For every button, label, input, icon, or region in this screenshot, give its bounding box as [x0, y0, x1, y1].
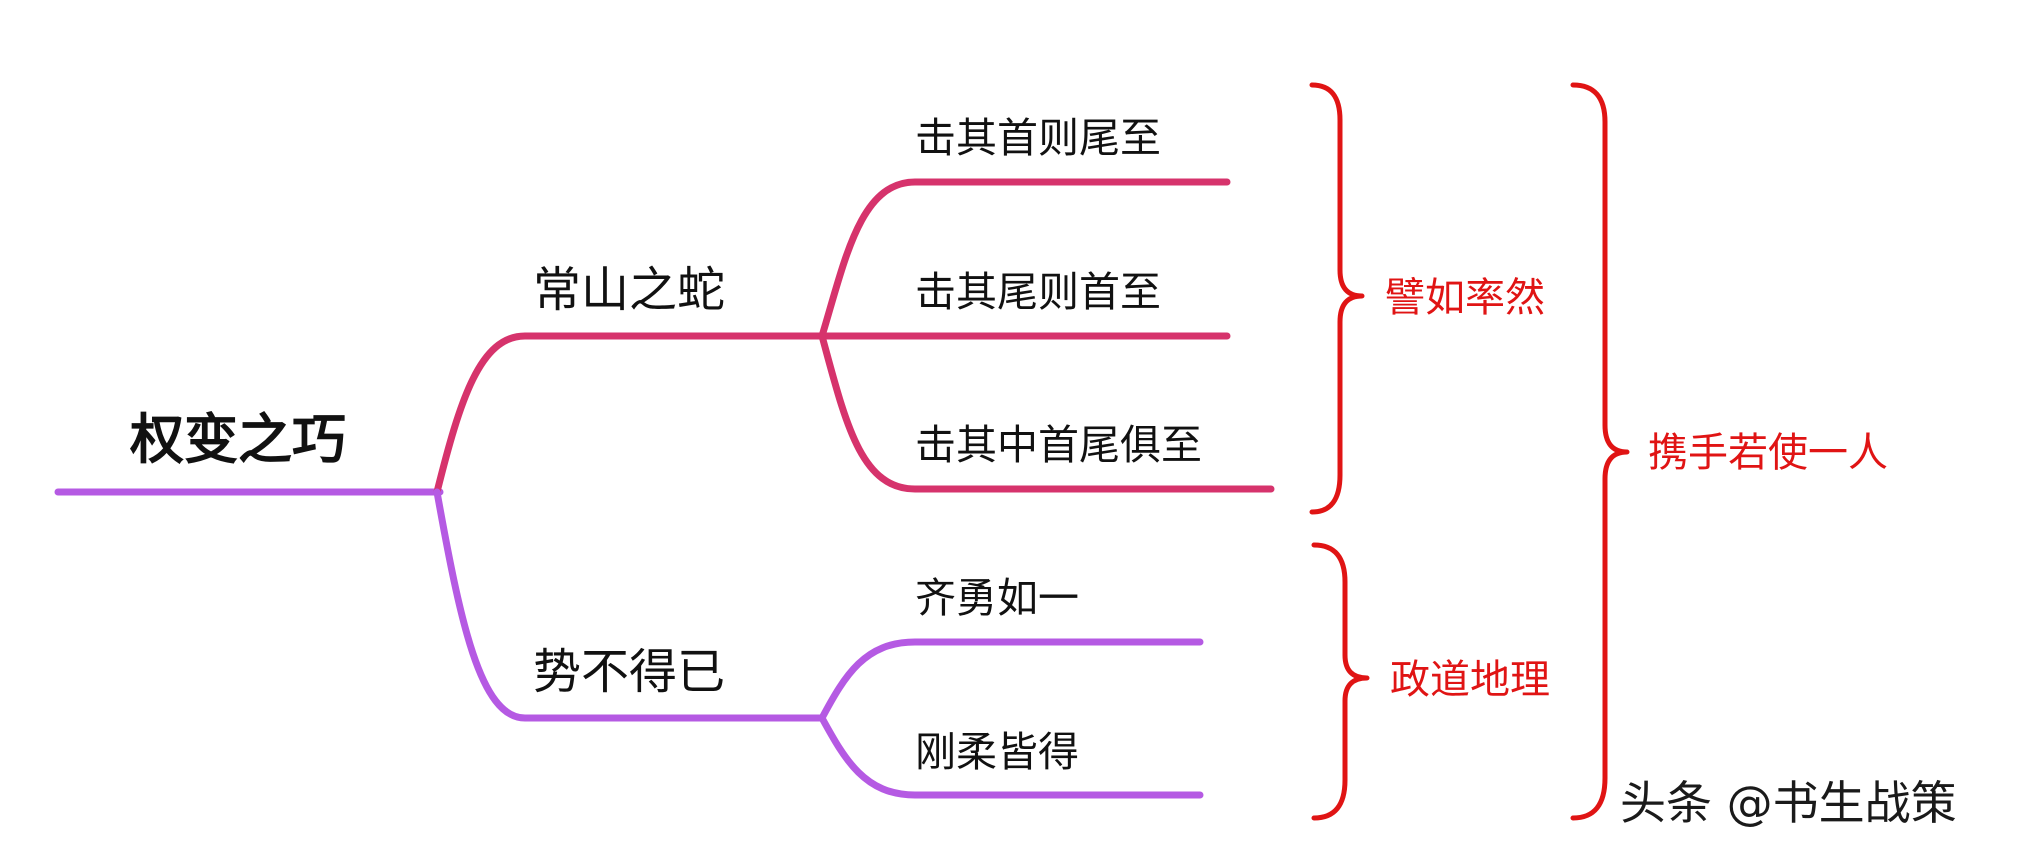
leaf-label-5: 刚柔皆得 [915, 728, 1079, 776]
brace-group-3 [1570, 82, 1630, 821]
brace-group-1 [1309, 82, 1365, 515]
leaf-connector-3 [818, 332, 1275, 493]
group-label-xieshou: 携手若使一人 [1648, 430, 1888, 476]
leaf-connector-1 [818, 178, 1231, 340]
branch-connector-lower [433, 488, 826, 722]
leaf-connector-4 [818, 638, 1204, 722]
leaf-label-2: 击其尾则首至 [915, 268, 1161, 316]
leaf-label-4: 齐勇如一 [915, 574, 1079, 622]
leaf-label-3: 击其中首尾俱至 [915, 421, 1202, 469]
branch-label-changshan: 常山之蛇 [533, 262, 726, 318]
brace-group-2 [1311, 542, 1370, 821]
group-label-zhengdao: 政道地理 [1390, 657, 1550, 703]
leaf-connector-5 [818, 714, 1204, 799]
root-label: 权变之巧 [130, 408, 346, 471]
branch-label-shibudeyi: 势不得已 [533, 644, 726, 700]
leaf-label-1: 击其首则尾至 [915, 114, 1161, 162]
branch-connector-upper [433, 332, 826, 496]
watermark-text: 头条 @书生战策 [1620, 776, 1957, 830]
group-label-piru: 譬如率然 [1385, 275, 1545, 321]
